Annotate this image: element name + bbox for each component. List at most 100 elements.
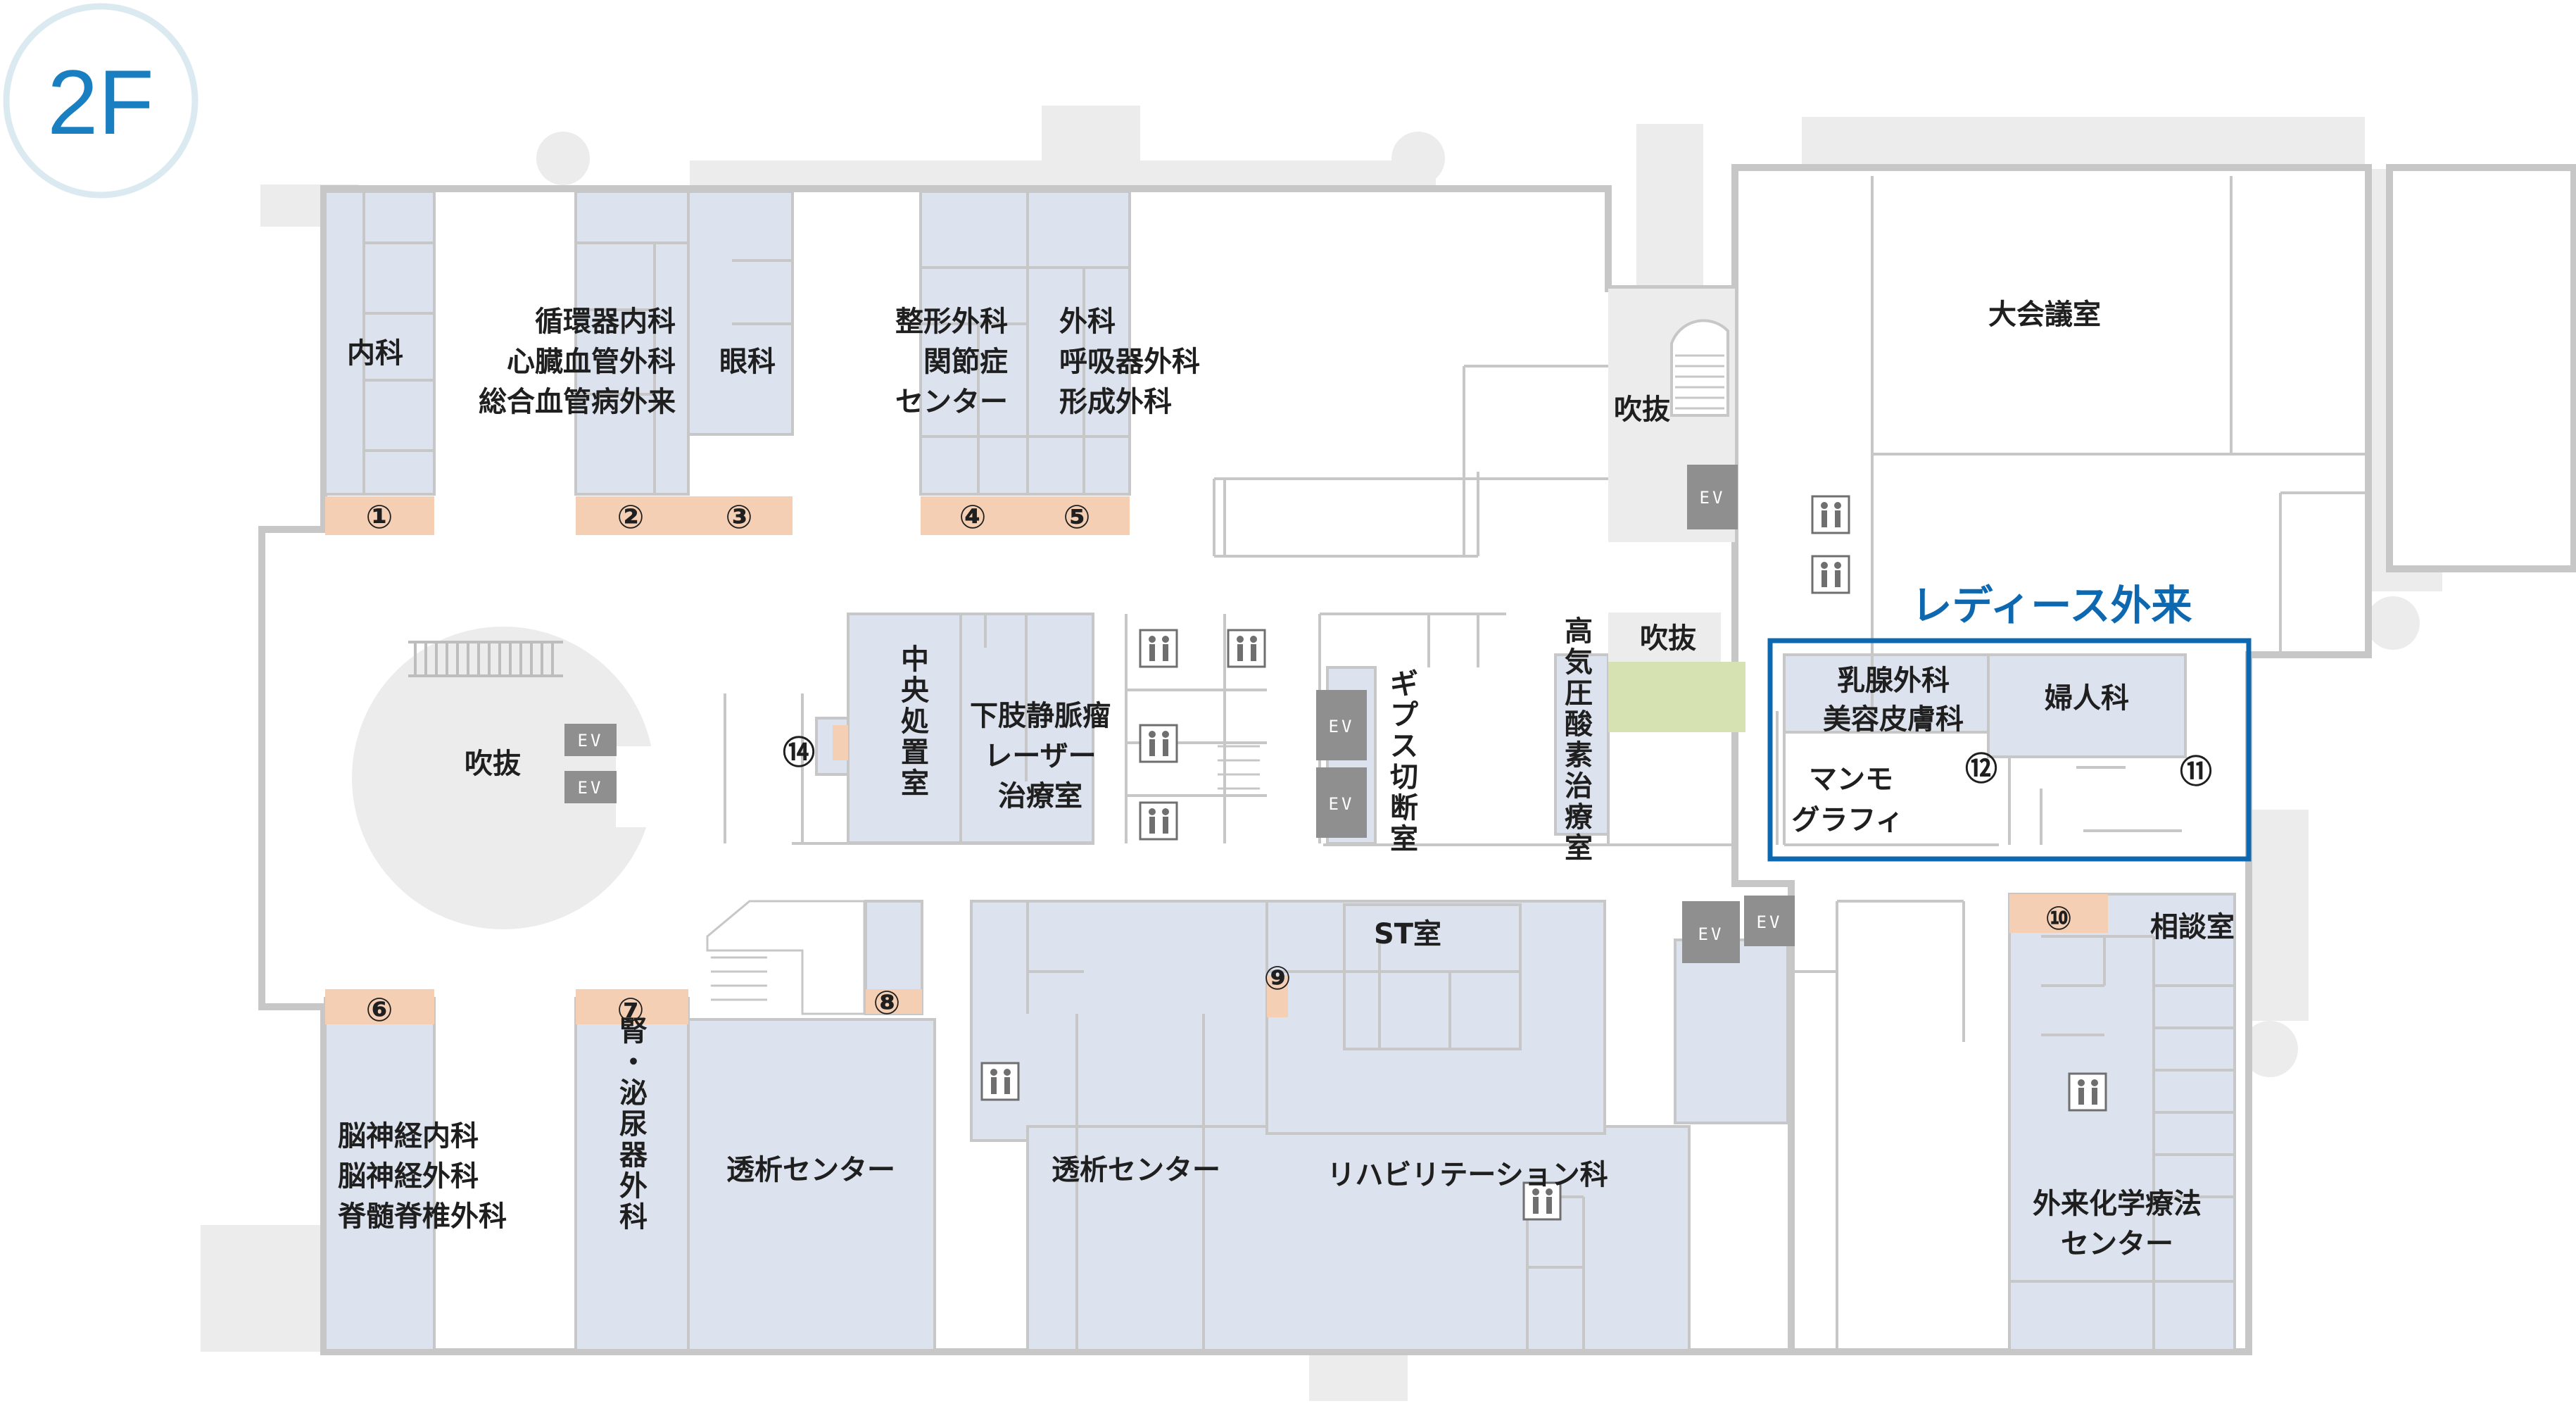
- room-labels: 内科 循環器内科 心臓血管外科 総合血管病外来 眼科 整形外科 関節症 センター…: [338, 299, 2235, 1260]
- dept-label-neuro-1: 脳神経内科: [338, 1120, 479, 1153]
- vertical-glyph: ・: [619, 1046, 648, 1079]
- dept-label-urology: 腎・泌尿器外科: [619, 1015, 648, 1233]
- clinic-rooms: [324, 190, 2236, 1352]
- atrium-label-1: 吹抜: [465, 748, 521, 780]
- rehab-label: リハビリテーション科: [1327, 1159, 1608, 1191]
- dialysis-label-1: 透析センター: [726, 1154, 895, 1186]
- ev-label-4: EV: [1329, 794, 1355, 814]
- ev-label-3: EV: [1329, 717, 1355, 736]
- stair-void: [1608, 289, 1745, 732]
- ev-label-2: EV: [578, 778, 604, 798]
- varicose-label-2: レーザー: [984, 740, 1096, 772]
- dept-label-surgery-3: 形成外科: [1059, 386, 1172, 418]
- dept-label-surgery-2: 呼吸器外科: [1059, 346, 1200, 378]
- vertical-glyph: 治: [1565, 770, 1593, 803]
- restroom-icon: [980, 495, 2107, 1221]
- reception-counters: [325, 496, 2108, 1024]
- ladies-clinic-title: レディース外来: [1911, 582, 2192, 629]
- dept-label-ortho-1: 整形外科: [895, 306, 1008, 338]
- dialysis-label-2: 透析センター: [1052, 1154, 1220, 1186]
- dept-label-surgery-1: 外科: [1059, 306, 1116, 338]
- dept-label-cardio-2: 心臓血管外科: [507, 346, 676, 378]
- varicose-label-1: 下肢静脈瘤: [970, 700, 1111, 732]
- vertical-glyph: 圧: [1565, 677, 1593, 710]
- dept-number-8: ⑧: [873, 984, 901, 1022]
- dept-label-ortho-3: センター: [895, 386, 1008, 418]
- dept-label-breast-1: 乳腺外科: [1837, 665, 1950, 697]
- chemo-label-1: 外来化学療法: [2033, 1188, 2202, 1220]
- vertical-glyph: 腎: [619, 1015, 648, 1048]
- cast-room-label: ギプス切断室: [1390, 668, 1418, 855]
- vertical-glyph: 高: [1565, 615, 1593, 648]
- vertical-glyph: 切: [1390, 761, 1418, 793]
- vertical-glyph: 央: [901, 674, 930, 707]
- vertical-glyph: 中: [901, 643, 929, 676]
- dept-number-4: ④: [959, 498, 987, 536]
- ladies-clinic-outline: [1767, 638, 2252, 862]
- mammo-label-1: マンモ: [1809, 763, 1893, 796]
- dept-label-breast-2: 美容皮膚科: [1823, 703, 1964, 736]
- dept-number-14: ⑭: [783, 734, 815, 772]
- dept-label-gyn: 婦人科: [2045, 682, 2129, 715]
- ev-label-1: EV: [578, 731, 604, 751]
- dept-label-internal: 内科: [347, 337, 403, 370]
- elevator-icon: EV EV EV EV EV EV EV: [564, 465, 1795, 963]
- hyperbaric-room-label: 高気圧酸素治療室: [1565, 615, 1593, 865]
- interior-walls: [362, 176, 2368, 1350]
- dept-label-neuro-2: 脳神経外科: [338, 1160, 479, 1193]
- vertical-glyph: 気: [1565, 646, 1593, 679]
- vertical-glyph: 療: [1565, 801, 1593, 834]
- mammo-label-2: グラフィ: [1791, 804, 1903, 836]
- dept-number-1: ①: [366, 498, 393, 536]
- dept-number-6: ⑥: [366, 991, 393, 1029]
- dept-number-7: ⑦: [617, 991, 645, 1029]
- dept-label-ortho-2: 関節症: [923, 346, 1008, 378]
- dept-number-12: ⑫: [1965, 750, 1997, 788]
- vertical-glyph: 酸: [1565, 708, 1593, 741]
- floor-badge: 2F: [3, 3, 198, 199]
- dept-number-10: ⑩: [2045, 899, 2073, 937]
- vertical-glyph: 処: [901, 705, 929, 738]
- atrium-label-2: 吹抜: [1614, 394, 1670, 426]
- vertical-glyph: 素: [1565, 739, 1593, 772]
- dept-number-3: ③: [726, 498, 753, 536]
- chemo-label-2: センター: [2061, 1228, 2173, 1260]
- vertical-glyph: ス: [1390, 730, 1418, 762]
- st-room-label: ST室: [1374, 918, 1441, 950]
- vertical-glyph: 器: [619, 1139, 648, 1172]
- vertical-glyph: 泌: [619, 1077, 648, 1110]
- restroom-figures: [990, 502, 2098, 1214]
- varicose-label-3: 治療室: [998, 780, 1082, 812]
- vertical-glyph: 室: [1390, 823, 1418, 855]
- hall-label: 大会議室: [1988, 299, 2101, 331]
- dept-label-treatment-1: 中央処置室: [901, 643, 930, 800]
- outer-surroundings: [201, 106, 2442, 1401]
- dept-number-2: ②: [617, 498, 645, 536]
- dept-number-5: ⑤: [1063, 498, 1091, 536]
- dept-label-neuro-3: 脊髄脊椎外科: [338, 1200, 507, 1233]
- ev-label-6: EV: [1698, 924, 1724, 944]
- ev-label-7: EV: [1757, 912, 1783, 932]
- consult-room-label: 相談室: [2150, 911, 2235, 943]
- dept-label-cardio-3: 総合血管病外来: [479, 386, 676, 418]
- atrium-void: [352, 627, 655, 929]
- vertical-glyph: 置: [901, 736, 929, 769]
- ev-label-5: EV: [1700, 488, 1726, 508]
- dept-label-cardio-1: 循環器内科: [535, 306, 676, 338]
- vertical-glyph: ギ: [1390, 668, 1418, 701]
- vertical-glyph: 室: [1565, 832, 1593, 865]
- department-numbers: ① ② ③ ④ ⑤ ⑥ ⑦ ⑧ ⑨ ⑩ ⑪ ⑫ ⑭: [366, 498, 2212, 1029]
- vertical-glyph: 外: [619, 1170, 648, 1202]
- vertical-glyph: 科: [619, 1201, 648, 1233]
- vertical-glyph: 室: [901, 767, 929, 800]
- floor-label: 2F: [47, 51, 154, 153]
- stairs-icon: [706, 745, 1260, 1015]
- vertical-glyph: 尿: [619, 1108, 648, 1141]
- dept-number-11: ⑪: [2180, 753, 2212, 791]
- dept-label-eye: 眼科: [719, 346, 776, 378]
- dept-number-9: ⑨: [1264, 959, 1292, 997]
- vertical-glyph: 断: [1390, 792, 1418, 824]
- vertical-glyph: プ: [1390, 699, 1418, 731]
- atrium-label-3: 吹抜: [1640, 622, 1696, 655]
